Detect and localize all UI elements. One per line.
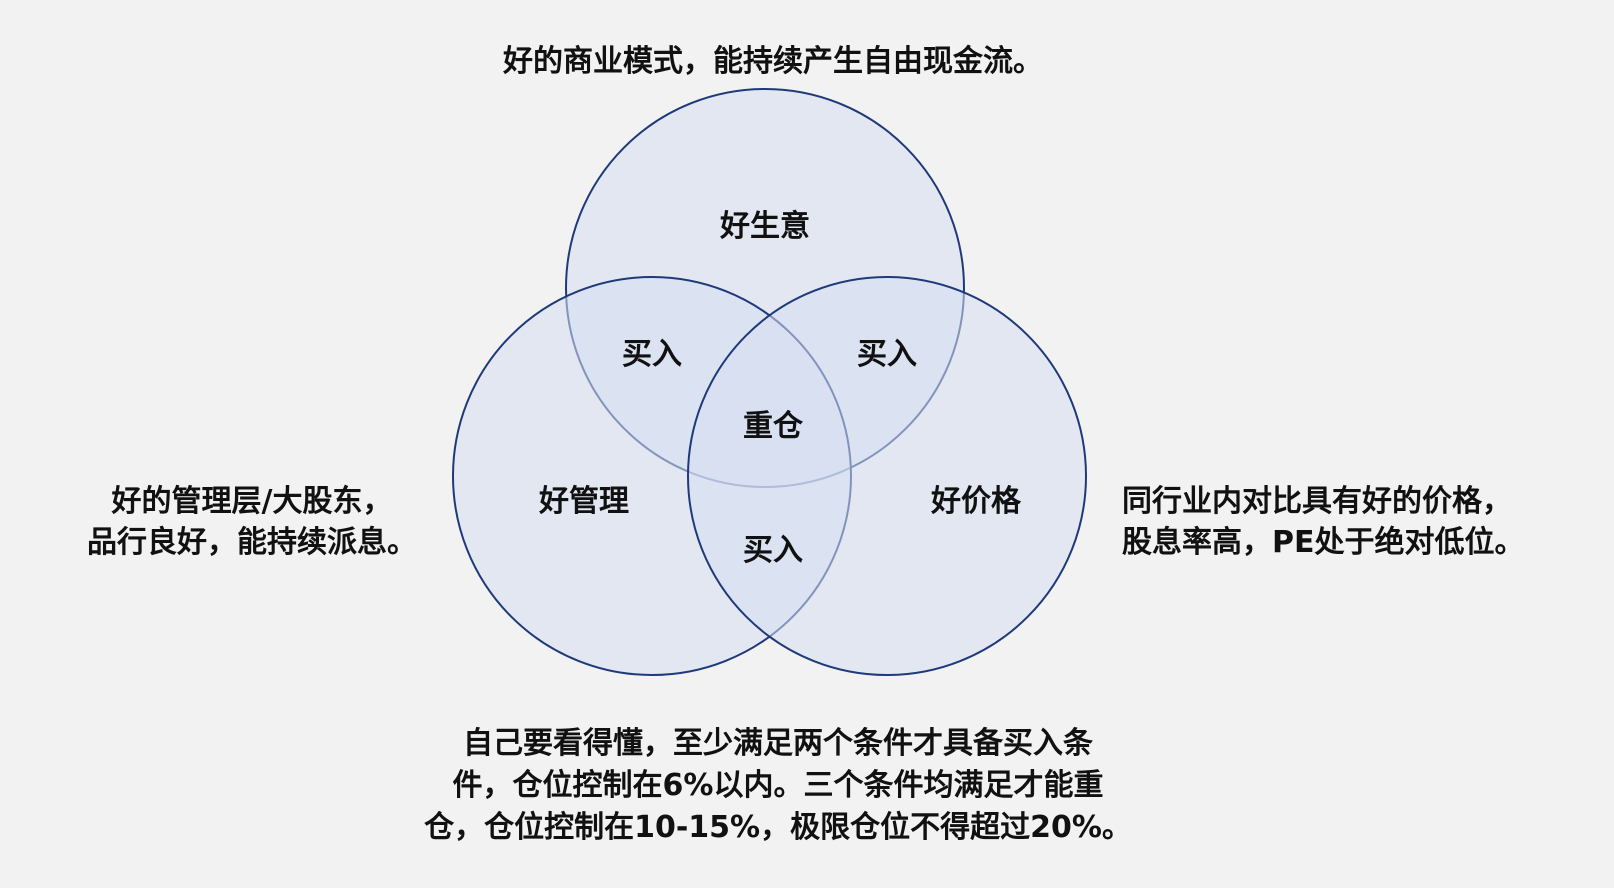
label-good-business: 好生意	[719, 209, 810, 244]
label-overlap-top-right: 买入	[857, 337, 917, 372]
bottom-caption-line1: 自己要看得懂，至少满足两个条件才具备买入条	[463, 726, 1093, 761]
top-caption: 好的商业模式，能持续产生自由现金流。	[502, 44, 1043, 79]
right-caption-line2: 股息率高，PE处于绝对低位。	[1122, 525, 1524, 560]
label-center: 重仓	[743, 409, 804, 444]
circle-good-price	[687, 276, 1087, 676]
right-caption-line1: 同行业内对比具有好的价格，	[1122, 484, 1512, 519]
label-good-price: 好价格	[930, 484, 1022, 519]
left-caption-line2: 品行良好，能持续派息。	[87, 525, 417, 560]
left-caption-line1: 好的管理层/大股东，	[111, 484, 393, 519]
label-good-management: 好管理	[538, 484, 629, 519]
label-overlap-bottom: 买入	[743, 533, 803, 568]
bottom-caption-line2: 件，仓位控制在6%以内。三个条件均满足才能重	[453, 768, 1104, 803]
bottom-caption-line3: 仓，仓位控制在10-15%，极限仓位不得超过20%。	[424, 810, 1132, 845]
label-overlap-top-left: 买入	[622, 337, 682, 372]
